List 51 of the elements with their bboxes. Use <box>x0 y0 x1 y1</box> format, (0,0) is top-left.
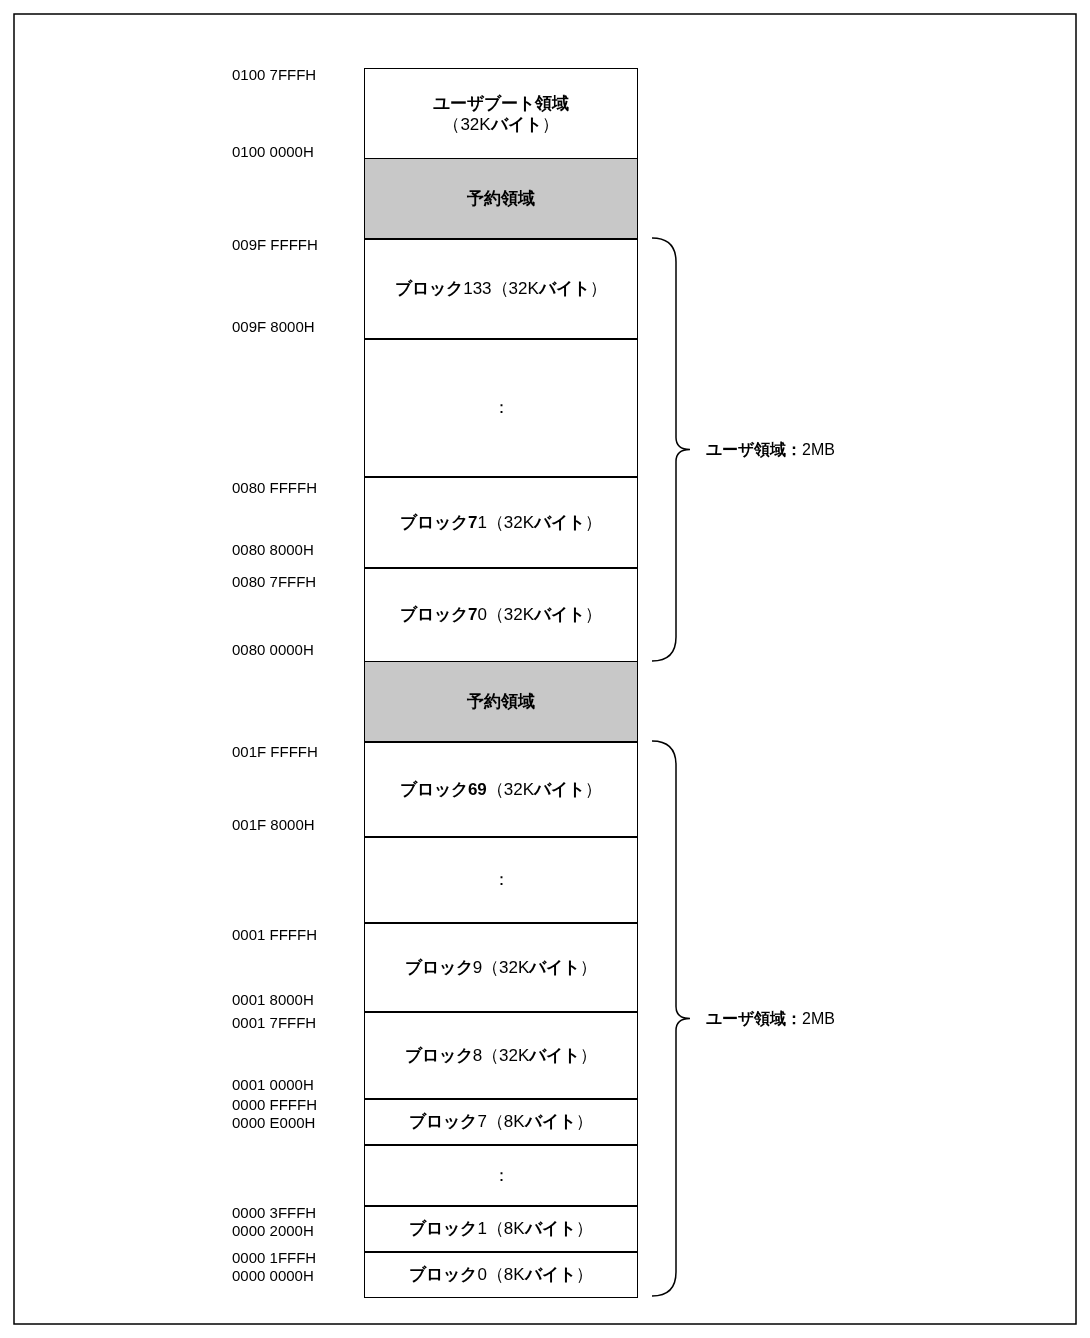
address-label: 0000 E000H <box>232 1115 316 1130</box>
address-label: 0001 FFFFH <box>232 927 318 942</box>
address-label: 0000 3FFFH <box>232 1205 317 1220</box>
block-size: （32Kバイト） <box>443 113 559 135</box>
block-label: ブロック70（32Kバイト） <box>399 604 603 626</box>
memory-block <box>364 238 638 340</box>
block-label: ブロック8（32Kバイト） <box>404 1044 598 1066</box>
address-label: 0100 7FFFH <box>232 67 317 82</box>
memory-block <box>364 1098 638 1146</box>
omitted-blocks-area <box>364 338 638 478</box>
memory-block <box>364 1205 638 1253</box>
block-label: ブロック1（8Kバイト） <box>409 1218 593 1240</box>
address-label: 0100 0000H <box>232 144 314 159</box>
block-label: ブロック7（8Kバイト） <box>409 1111 593 1133</box>
block-label: 予約領域 <box>467 691 535 713</box>
address-label: 0080 0000H <box>232 642 314 657</box>
address-label: 009F FFFFH <box>232 237 318 252</box>
block-label: ブロック0（8Kバイト） <box>409 1263 593 1285</box>
block-label: ： <box>492 1164 510 1186</box>
address-label: 0000 1FFFH <box>232 1250 317 1265</box>
region-size-label: ユーザ領域：2MB <box>706 1008 835 1029</box>
address-label: 009F 8000H <box>232 319 315 334</box>
reserved-area-block <box>364 661 638 743</box>
block-label: ブロック9（32Kバイト） <box>404 956 598 978</box>
block-label: ： <box>492 397 510 419</box>
address-label: 0001 0000H <box>232 1077 314 1092</box>
memory-block <box>364 741 638 838</box>
memory-block <box>364 1011 638 1100</box>
block-label: ユーザブート領域 <box>433 92 569 114</box>
region-size-label: ユーザ領域：2MB <box>706 439 835 460</box>
memory-block <box>364 922 638 1013</box>
address-label: 001F 8000H <box>232 817 315 832</box>
omitted-blocks-area <box>364 836 638 924</box>
address-label: 0080 7FFFH <box>232 574 317 589</box>
memory-block <box>364 476 638 569</box>
address-label: 0001 8000H <box>232 992 314 1007</box>
address-label: 0000 2000H <box>232 1223 314 1238</box>
omitted-blocks-area <box>364 1144 638 1207</box>
block-label: ブロック133（32Kバイト） <box>395 278 607 300</box>
address-label: 0001 7FFFH <box>232 1015 317 1030</box>
block-label: 予約領域 <box>467 188 535 210</box>
address-label: 0080 8000H <box>232 542 314 557</box>
block-label: ： <box>492 869 510 891</box>
address-label: 0000 0000H <box>232 1268 314 1283</box>
memory-block <box>364 1251 638 1298</box>
block-label: ブロック69（32Kバイト） <box>399 778 603 800</box>
block-label: ブロック71（32Kバイト） <box>399 511 603 533</box>
reserved-area-block <box>364 158 638 240</box>
address-label: 0000 FFFFH <box>232 1097 318 1112</box>
address-label: 0080 FFFFH <box>232 480 318 495</box>
address-label: 001F FFFFH <box>232 744 318 759</box>
